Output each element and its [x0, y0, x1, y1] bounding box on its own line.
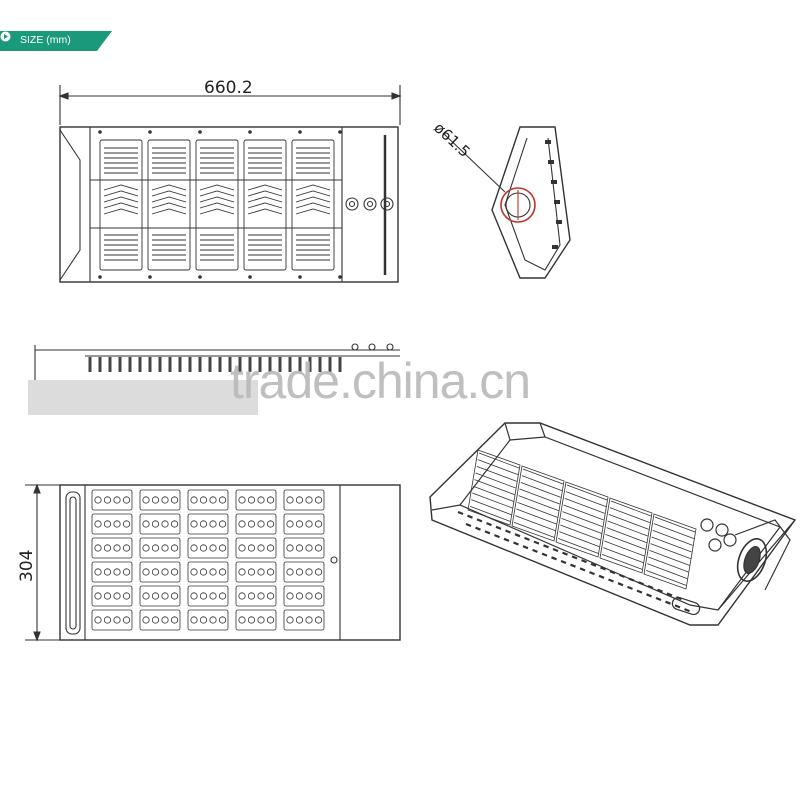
bottom-view: 304	[17, 483, 401, 642]
diameter-dimension: ø61.5	[430, 119, 473, 161]
size-banner: SIZE (mm)	[0, 31, 112, 51]
watermark: trade.china.cn	[230, 353, 531, 409]
end-view: ø61.5	[430, 119, 571, 279]
isometric-view	[429, 422, 797, 626]
width-dimension: 304	[17, 550, 37, 582]
banner-shape	[0, 31, 112, 51]
front-view	[28, 343, 400, 415]
info-circle-icon	[0, 31, 11, 42]
top-view: 660.2	[58, 78, 402, 283]
length-dimension: 660.2	[204, 78, 253, 98]
size-label: SIZE (mm)	[20, 34, 71, 46]
